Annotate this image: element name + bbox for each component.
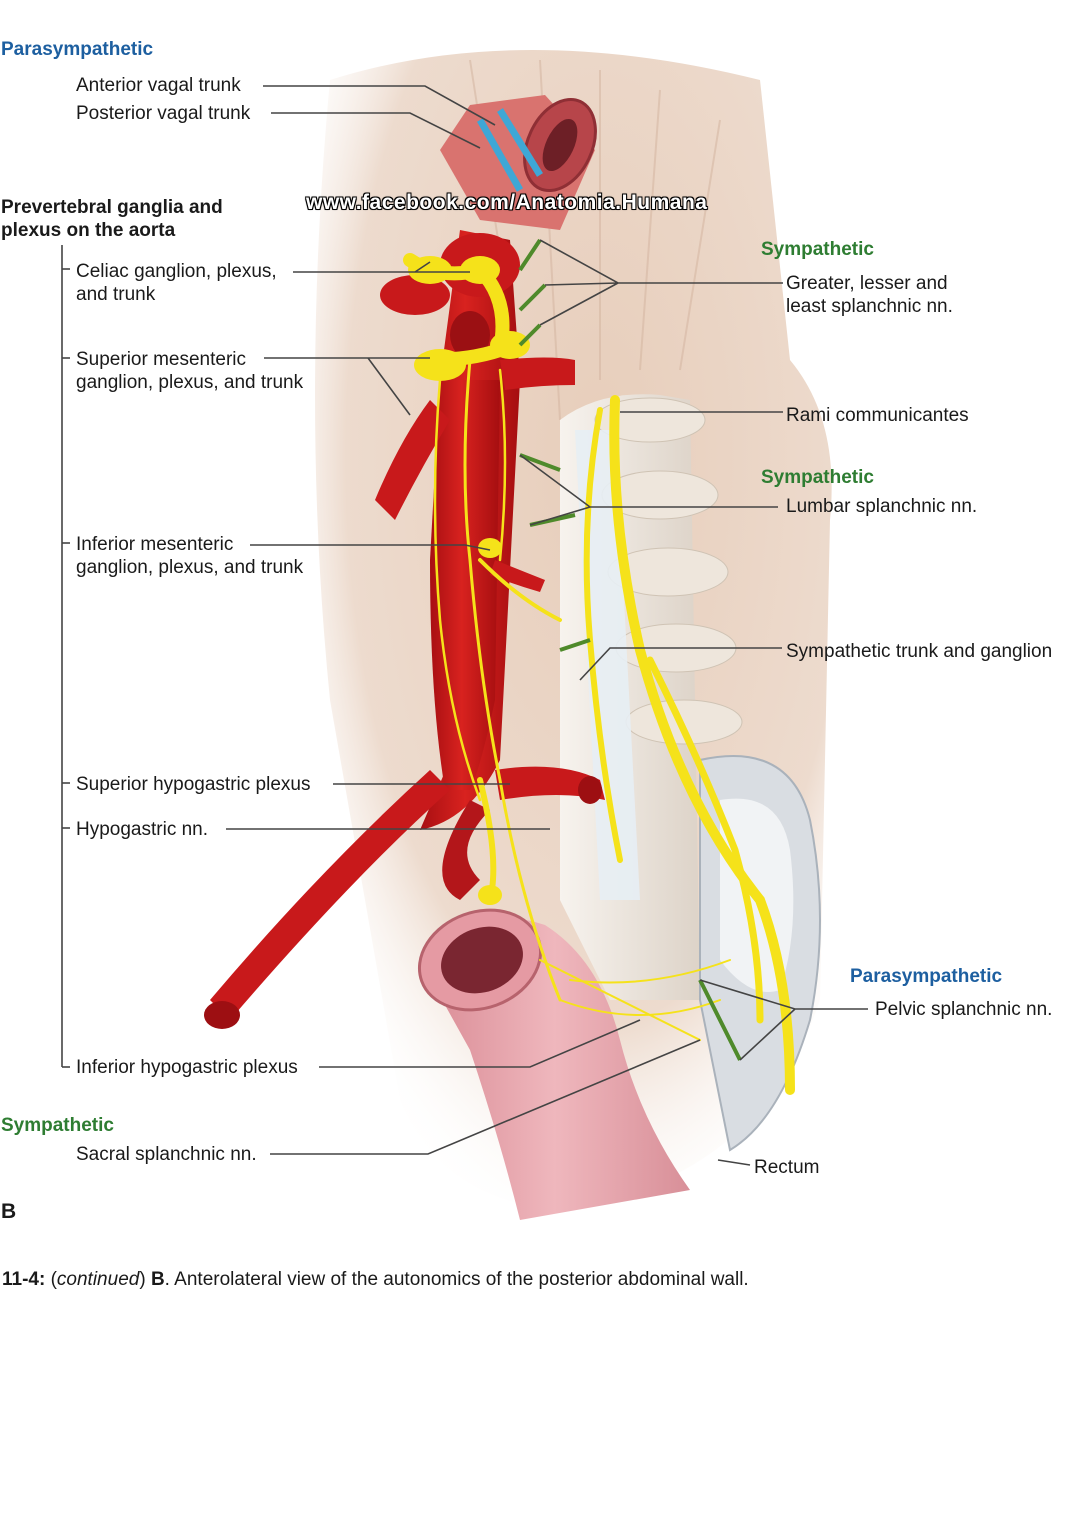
label-superior-mesenteric-line2: ganglion, plexus, and trunk (76, 372, 304, 393)
esophagus (440, 95, 597, 230)
label-anterior-vagal-trunk: Anterior vagal trunk (76, 75, 241, 96)
sympathetic-heading-left: Sympathetic (1, 1115, 114, 1136)
label-hypogastric-nn: Hypogastric nn. (76, 819, 209, 840)
sympathetic-heading-right-2: Sympathetic (761, 467, 874, 488)
label-splanchnic-line2: least splanchnic nn. (786, 296, 953, 317)
caption-continued: continued (56, 1269, 140, 1290)
prevertebral-heading-line2: plexus on the aorta (1, 220, 176, 241)
parasympathetic-heading-left: Parasympathetic (1, 39, 154, 60)
label-rami-communicantes: Rami communicantes (786, 405, 969, 426)
label-sympathetic-trunk-ganglion: Sympathetic trunk and ganglion (786, 641, 1053, 662)
watermark: www.facebook.com/Anatomia.Humana (306, 191, 708, 214)
sympathetic-heading-right-1: Sympathetic (761, 239, 874, 260)
prevertebral-heading-line1: Prevertebral ganglia and (1, 197, 223, 218)
label-superior-mesenteric-line1: Superior mesenteric (76, 349, 247, 370)
label-celiac-line2: and trunk (76, 284, 156, 305)
label-rectum: Rectum (754, 1157, 820, 1178)
nerve-plexus (403, 253, 795, 1095)
leader-lines (61, 85, 868, 1166)
ganglia (408, 256, 530, 905)
caption-letter: B (150, 1269, 165, 1290)
label-inferior-mesenteric-line1: Inferior mesenteric (76, 534, 234, 555)
rectum (417, 908, 690, 1220)
label-inferior-mesenteric-line2: ganglion, plexus, and trunk (76, 557, 304, 578)
caption-text: . Anterolateral view of the autonomics o… (164, 1269, 749, 1290)
label-pelvic-splanchnic-nn: Pelvic splanchnic nn. (875, 999, 1053, 1020)
label-celiac-line1: Celiac ganglion, plexus, (76, 261, 277, 282)
label-posterior-vagal-trunk: Posterior vagal trunk (76, 103, 251, 124)
label-lumbar-splanchnic-nn: Lumbar splanchnic nn. (786, 496, 978, 517)
caption-number: 11-4: (2, 1269, 46, 1290)
panel-letter: B (1, 1200, 17, 1223)
aorta (204, 230, 605, 1029)
figure-caption: 11-4: (continued) B. Anterolateral view … (2, 1269, 749, 1290)
label-splanchnic-line1: Greater, lesser and (786, 273, 948, 294)
label-superior-hypogastric-plexus: Superior hypogastric plexus (76, 774, 311, 795)
parasympathetic-heading-right: Parasympathetic (850, 966, 1003, 987)
label-inferior-hypogastric-plexus: Inferior hypogastric plexus (76, 1057, 298, 1078)
label-sacral-splanchnic-nn: Sacral splanchnic nn. (76, 1144, 257, 1165)
